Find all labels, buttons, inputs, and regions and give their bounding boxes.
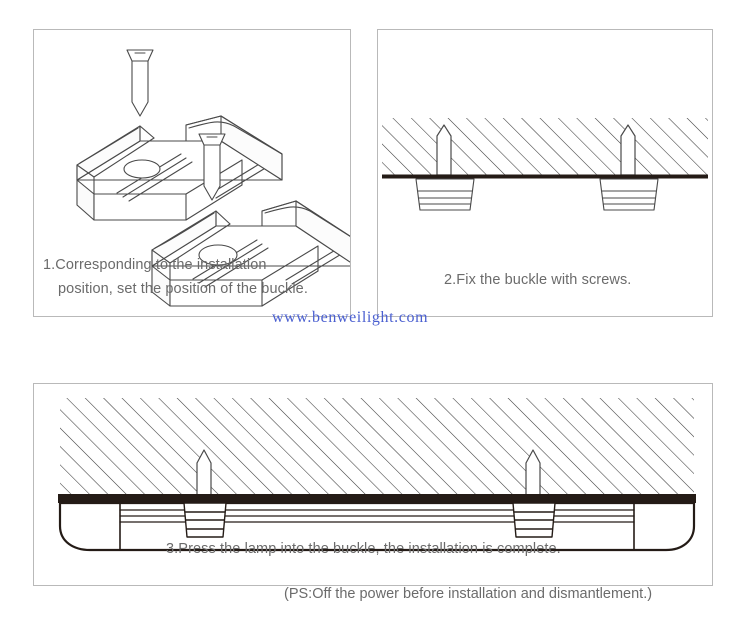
hatched-ceiling	[382, 118, 708, 175]
screw-right	[525, 449, 541, 497]
screw-right	[620, 124, 636, 176]
step-1-panel	[33, 29, 351, 317]
screw-left	[436, 124, 452, 176]
countersunk-screw-b	[198, 133, 226, 201]
step-3-caption: 3.Press the lamp into the buckle, the in…	[166, 541, 561, 557]
hatched-ceiling	[60, 398, 694, 496]
step-1-illustration	[76, 49, 350, 307]
step-2-caption: 2.Fix the buckle with screws.	[444, 272, 632, 288]
countersunk-screw-a	[126, 49, 154, 117]
step-1-caption-line-1: 1.Corresponding to the installation	[43, 257, 267, 273]
site-watermark: www.benweilight.com	[272, 309, 429, 326]
buckle-right	[512, 502, 556, 538]
screw-left	[196, 449, 212, 497]
ceiling-surface-line	[58, 494, 696, 503]
safety-note: (PS:Off the power before installation an…	[284, 586, 653, 602]
buckle-right	[599, 178, 659, 211]
buckle-bracket-a	[76, 115, 283, 221]
buckle-left	[415, 178, 475, 211]
step-1-caption-line-2: position, set the position of the buckle…	[58, 281, 308, 297]
buckle-left	[183, 502, 227, 538]
